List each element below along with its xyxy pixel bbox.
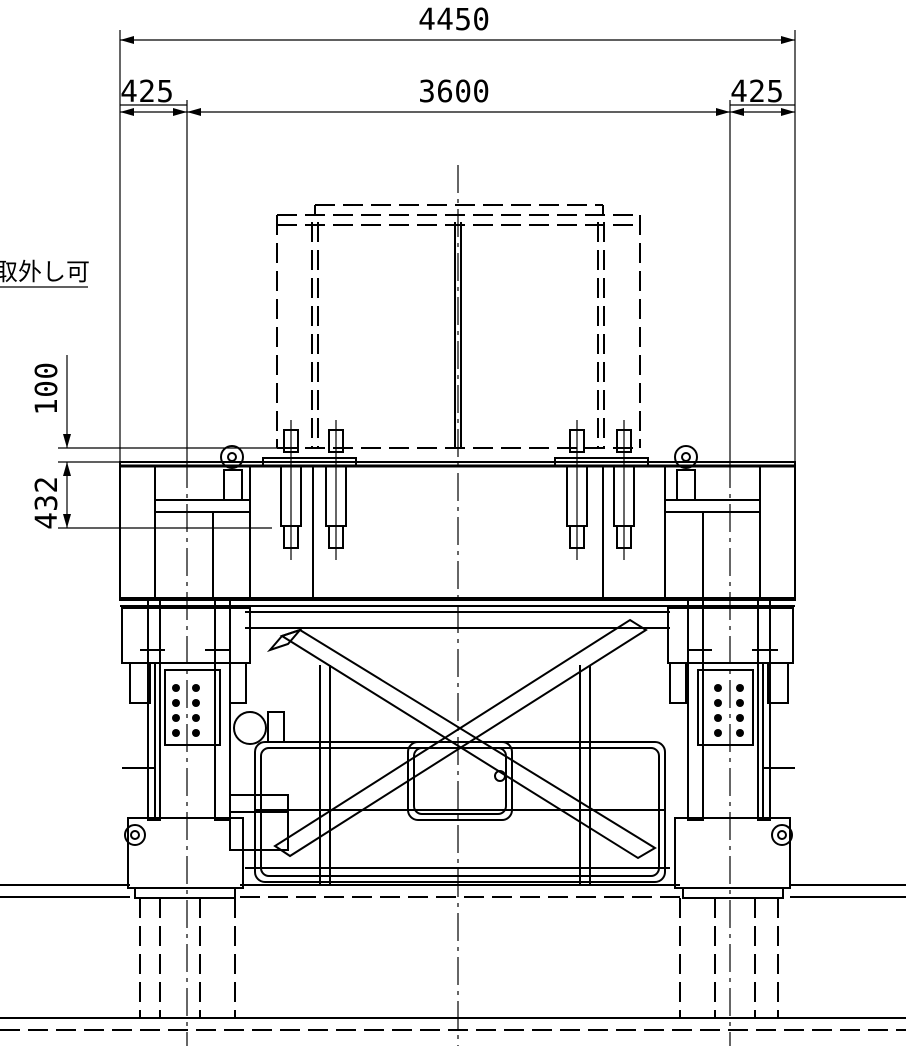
guard-rail	[254, 741, 666, 883]
lifting-eye-right	[674, 445, 698, 501]
removable-note: 取外し可	[0, 258, 90, 286]
lifting-eye-left	[220, 445, 244, 501]
scissor-mechanism	[245, 611, 670, 886]
bolt-assembly-left	[280, 420, 347, 560]
cargo-outline	[276, 204, 641, 449]
dim-left-offset: 425	[120, 75, 174, 110]
dim-overall-width: 4450	[418, 3, 490, 38]
rails	[0, 884, 906, 1031]
dim-right-offset: 425	[730, 75, 784, 110]
dim-center-span: 3600	[418, 75, 490, 110]
dim-upper-gap: 100	[30, 362, 65, 416]
top-frame	[119, 457, 796, 607]
hydraulic-unit	[229, 711, 289, 851]
left-leg	[121, 599, 251, 899]
right-leg	[667, 599, 795, 899]
bolt-assembly-right	[566, 420, 635, 560]
dim-frame-height: 432	[30, 476, 65, 530]
